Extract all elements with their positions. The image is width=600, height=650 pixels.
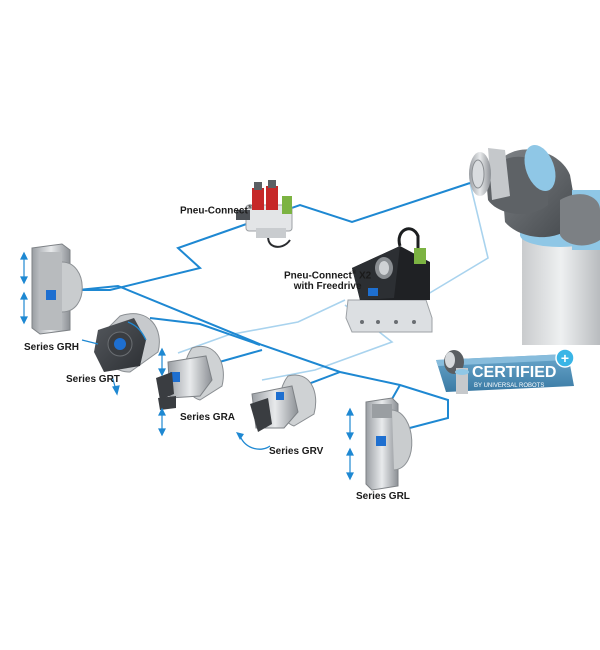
label-pneu-connect-x2-line2: with Freedrive: [293, 281, 362, 293]
label-pneu-connect-x2-suffix: X2: [356, 270, 372, 282]
series-grl-gripper-image: [346, 397, 413, 491]
pneu-connect-device-image: [236, 180, 293, 248]
registered-mark: ®: [247, 205, 253, 211]
universal-robot-arm: [469, 144, 600, 345]
badge-subtitle: BY UNIVERSAL ROBOTS: [474, 383, 544, 389]
label-pneu-connect-x2: Pneu-Connect® X2 with Freedrive: [284, 268, 371, 292]
series-grh-gripper-image: [20, 243, 83, 335]
label-series-grh: Series GRH: [24, 342, 80, 353]
series-gra-gripper-image: [156, 345, 224, 437]
pneu-connect-x2-device-image: [345, 227, 433, 333]
line-x2-to-grippers: [177, 299, 346, 354]
label-series-grt: Series GRT: [66, 374, 120, 385]
label-pneu-connect-text: Pneu-Connect: [180, 205, 248, 217]
label-series-grl: Series GRL: [356, 491, 410, 502]
label-pneu-connect-x2-name: Pneu-Connect: [284, 270, 352, 282]
line-main-bus: [77, 284, 449, 431]
badge-title: CERTIFIED: [472, 364, 556, 381]
label-pneu-connect-x2-line1: Pneu-Connect® X2: [284, 268, 371, 281]
line-x2-to-robot: [417, 182, 489, 301]
label-series-gra: Series GRA: [180, 412, 236, 423]
label-pneu-connect: Pneu-Connect®: [180, 203, 252, 216]
registered-mark: ®: [351, 270, 357, 276]
certified-badge: CERTIFIED BY UNIVERSAL ROBOTS +: [436, 348, 575, 394]
label-series-grv: Series GRV: [269, 446, 324, 457]
line-robot-to-pneu-connect: [78, 182, 471, 291]
plus-icon: +: [561, 350, 569, 366]
badge-robot-thumbnail: [444, 350, 469, 394]
badge-plus-circle: [555, 348, 575, 368]
line-branch-grt: [149, 317, 261, 346]
series-grv-gripper-image: [236, 374, 317, 450]
series-grt-gripper-image: [81, 313, 160, 396]
